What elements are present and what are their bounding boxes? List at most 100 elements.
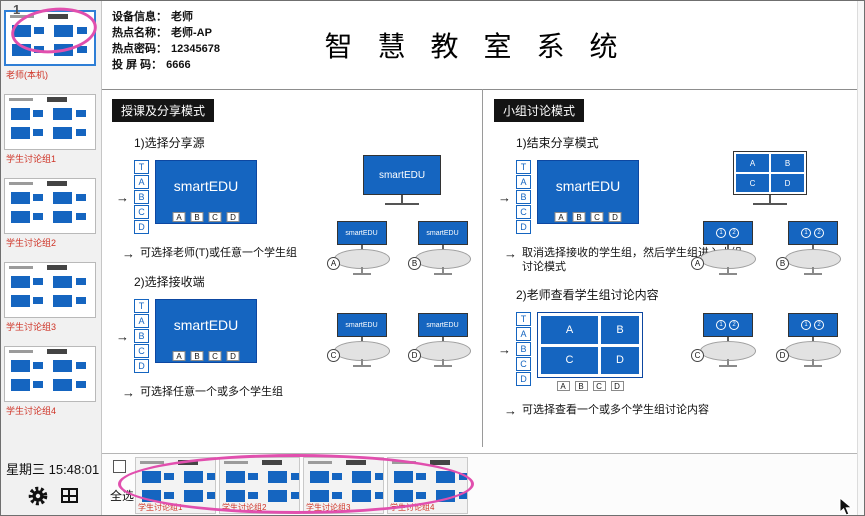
quad-pane: A — [541, 316, 598, 344]
bottom-thumbnail-group2[interactable]: 学生讨论组2 — [219, 457, 300, 514]
pane-number: 2 — [729, 228, 739, 238]
pane-number: 1 — [716, 228, 726, 238]
arrow-icon: → — [498, 190, 511, 205]
port-box: B — [190, 212, 204, 222]
share-step1-diagram: → T A B C D smartEDU A B C D — [116, 160, 480, 234]
thumbnail-preview — [136, 458, 215, 513]
quad-pane: D — [771, 174, 804, 192]
group3-screen-thumbnail[interactable] — [4, 262, 96, 318]
group4-screen-thumbnail[interactable] — [4, 346, 96, 402]
selector-box: D — [516, 220, 531, 234]
selector-box: T — [134, 299, 149, 313]
sidebar-item-group2[interactable]: 学生讨论组2 — [4, 178, 98, 249]
port-row: A B C D — [172, 212, 240, 222]
selector-box: A — [516, 327, 531, 341]
quad-screen: A B C D — [537, 312, 643, 378]
selector-box: D — [134, 220, 149, 234]
thumbnail-label: 学生讨论组4 — [390, 503, 435, 512]
selector-box: B — [516, 190, 531, 204]
screen-thumbnails-sidebar: 1 老师(本机) 学生讨论组1 学生讨论组2 学生讨论组3 学生讨论组4 — [1, 1, 102, 515]
table-foot — [811, 359, 814, 365]
pane-number: 1 — [716, 320, 726, 330]
screen-stand — [441, 245, 444, 251]
thumbnail-label: 学生讨论组3 — [306, 503, 351, 512]
arrow-icon: → — [504, 246, 517, 261]
column-divider — [482, 89, 483, 447]
discussion-table-c: 1 2 C — [690, 313, 765, 389]
port-box: B — [572, 212, 586, 222]
info-label: 热点密码： — [112, 43, 167, 55]
select-all-checkbox[interactable] — [113, 460, 126, 473]
table-base — [352, 273, 371, 275]
share-step2-note: → 可选择任意一个或多个学生组 — [122, 385, 283, 400]
sidebar-item-group3[interactable]: 学生讨论组3 — [4, 262, 98, 333]
smartedu-screen: smartEDU A B C D — [537, 160, 639, 224]
teacher-screen-thumbnail[interactable] — [4, 10, 96, 66]
thumbnail-preview — [304, 458, 383, 513]
monitor-stand — [769, 195, 771, 203]
table-base — [718, 273, 737, 275]
quad-pane: C — [541, 346, 598, 374]
table-label: C — [327, 349, 340, 362]
bottom-thumbnail-bar: 全选 学生讨论组1 学生讨论组2 学生讨论组3 学生讨论组4 — [102, 453, 859, 515]
selector-box: A — [134, 175, 149, 189]
scrollbar[interactable] — [857, 1, 864, 515]
thumbnail-preview — [5, 179, 95, 233]
bottom-thumbnail-group1[interactable]: 学生讨论组1 — [135, 457, 216, 514]
selector-box: T — [134, 160, 149, 174]
selector-box: T — [516, 312, 531, 326]
thumbnail-label: 学生讨论组1 — [6, 154, 57, 164]
classroom-cluster: smartEDU smartEDU A smartEDU — [326, 155, 478, 389]
teacher-monitor: smartEDU — [363, 155, 441, 205]
hotspot-password-row: 热点密码： 12345678 — [112, 41, 224, 57]
bottom-thumbnail-group4[interactable]: 学生讨论组4 — [387, 457, 468, 514]
table-base — [718, 365, 737, 367]
sidebar-item-group1[interactable]: 学生讨论组1 — [4, 94, 98, 165]
table-base — [803, 365, 822, 367]
table-foot — [811, 267, 814, 273]
bottom-thumbnail-strip: 学生讨论组1 学生讨论组2 学生讨论组3 学生讨论组4 — [135, 457, 468, 514]
discuss-step2-note: → 可选择查看一个或多个学生组讨论内容 — [504, 403, 709, 418]
table-label: B — [408, 257, 421, 270]
discuss-step1-title: 1)结束分享模式 — [516, 136, 599, 150]
discussion-table-a: 1 2 A — [690, 221, 765, 297]
quad-pane: B — [771, 154, 804, 172]
sidebar-item-group4[interactable]: 学生讨论组4 — [4, 346, 98, 417]
info-value: 12345678 — [171, 43, 220, 55]
pane-number: 2 — [814, 228, 824, 238]
bottom-thumbnail-group3[interactable]: 学生讨论组3 — [303, 457, 384, 514]
info-value: 老师-AP — [171, 27, 212, 39]
layout-grid-icon[interactable] — [61, 488, 78, 503]
port-box: D — [610, 381, 624, 391]
split-screen: 1 2 — [787, 313, 838, 337]
screen-stand — [726, 337, 729, 343]
thumbnail-preview — [5, 263, 95, 317]
arrow-icon: → — [498, 342, 511, 357]
discussion-tables: 1 2 A 1 2 — [690, 221, 850, 389]
port-row: A B C D — [537, 381, 643, 391]
selector-box: A — [134, 314, 149, 328]
sidebar-item-teacher[interactable]: 老师(本机) — [4, 10, 98, 81]
discuss-mode-badge: 小组讨论模式 — [494, 99, 585, 122]
port-box: C — [592, 381, 606, 391]
group1-screen-thumbnail[interactable] — [4, 94, 96, 150]
student-table-c: smartEDU C — [326, 313, 397, 389]
discuss-step2-diagram: → T A B C D A B C D A — [498, 312, 852, 391]
port-box: A — [172, 351, 186, 361]
settings-gear-icon[interactable] — [27, 485, 49, 507]
pane-number: 2 — [814, 320, 824, 330]
screen-stand — [360, 245, 363, 251]
pane-number: 2 — [729, 320, 739, 330]
table-label: D — [776, 349, 789, 362]
student-screen: smartEDU — [336, 221, 387, 245]
share-step1-note: → 可选择老师(T)或任意一个学生组 — [122, 246, 298, 261]
selector-box: T — [516, 160, 531, 174]
arrow-icon: → — [116, 190, 129, 205]
thumbnail-label: 学生讨论组4 — [6, 406, 57, 416]
selector-box: B — [134, 190, 149, 204]
smartedu-screen-label: smartEDU — [155, 299, 257, 363]
group2-screen-thumbnail[interactable] — [4, 178, 96, 234]
selector-box: C — [516, 205, 531, 219]
info-label: 设备信息： — [112, 11, 167, 23]
split-screen: 1 2 — [702, 313, 753, 337]
